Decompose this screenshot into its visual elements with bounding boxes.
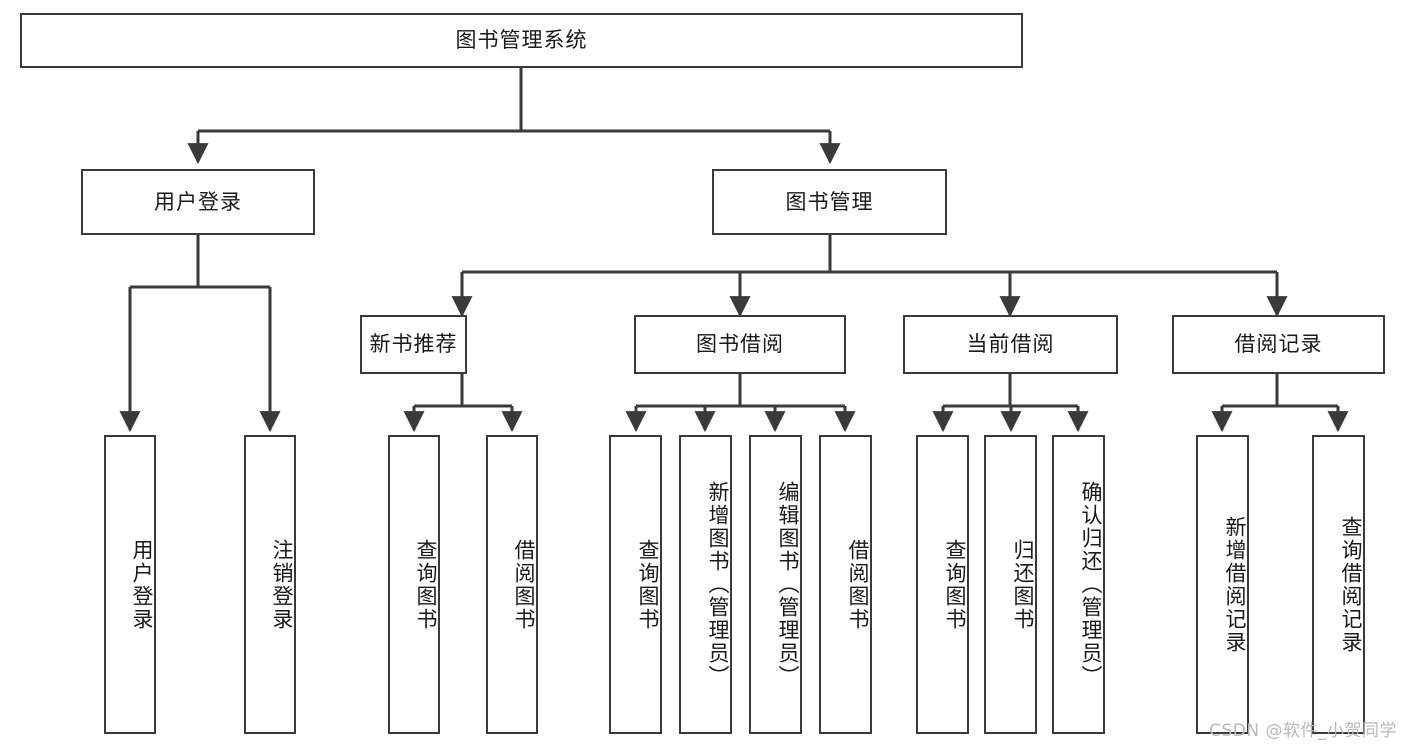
node-borrow-record[interactable]: 借阅记录 bbox=[1172, 315, 1385, 374]
node-leaf-logout-label: 注销登录 bbox=[270, 538, 294, 631]
node-current-borrow[interactable]: 当前借阅 bbox=[903, 315, 1118, 374]
node-leaf-record-query-label: 查询借阅记录 bbox=[1339, 515, 1363, 654]
node-leaf-borrow-add[interactable]: 新增图书（管理员） bbox=[679, 435, 732, 734]
node-leaf-borrow-add-label: 新增图书（管理员） bbox=[706, 481, 730, 688]
node-current-borrow-label: 当前借阅 bbox=[966, 332, 1055, 357]
node-leaf-current-confirm-label: 确认归还（管理员） bbox=[1079, 481, 1103, 688]
node-leaf-record-add[interactable]: 新增借阅记录 bbox=[1196, 435, 1249, 734]
node-user-login-label: 用户登录 bbox=[154, 189, 242, 214]
node-user-login[interactable]: 用户登录 bbox=[81, 169, 315, 235]
node-leaf-newbook-query[interactable]: 查询图书 bbox=[388, 435, 440, 734]
node-leaf-borrow-edit-label: 编辑图书（管理员） bbox=[776, 481, 800, 688]
node-leaf-borrow-edit[interactable]: 编辑图书（管理员） bbox=[749, 435, 802, 734]
node-leaf-newbook-borrow[interactable]: 借阅图书 bbox=[486, 435, 538, 734]
node-borrow-record-label: 借阅记录 bbox=[1234, 332, 1323, 357]
node-leaf-logout[interactable]: 注销登录 bbox=[244, 435, 296, 734]
node-book-borrow[interactable]: 图书借阅 bbox=[634, 315, 846, 374]
node-leaf-borrow-lend-label: 借阅图书 bbox=[846, 538, 870, 631]
node-book-management[interactable]: 图书管理 bbox=[712, 169, 947, 235]
node-leaf-record-add-label: 新增借阅记录 bbox=[1223, 515, 1247, 654]
node-book-management-label: 图书管理 bbox=[785, 189, 874, 214]
node-leaf-record-query[interactable]: 查询借阅记录 bbox=[1312, 435, 1365, 734]
node-leaf-user-login-label: 用户登录 bbox=[130, 538, 154, 631]
node-leaf-borrow-lend[interactable]: 借阅图书 bbox=[819, 435, 872, 734]
node-leaf-borrow-query-label: 查询图书 bbox=[636, 538, 660, 631]
node-leaf-newbook-borrow-label: 借阅图书 bbox=[512, 538, 536, 631]
node-new-book-recommend-label: 新书推荐 bbox=[369, 332, 458, 357]
node-new-book-recommend[interactable]: 新书推荐 bbox=[360, 315, 467, 374]
node-leaf-newbook-query-label: 查询图书 bbox=[414, 538, 438, 631]
node-leaf-current-query[interactable]: 查询图书 bbox=[916, 435, 969, 734]
node-leaf-current-return[interactable]: 归还图书 bbox=[984, 435, 1037, 734]
node-leaf-current-query-label: 查询图书 bbox=[943, 538, 967, 631]
node-book-borrow-label: 图书借阅 bbox=[696, 332, 784, 357]
node-leaf-borrow-query[interactable]: 查询图书 bbox=[609, 435, 662, 734]
node-leaf-user-login[interactable]: 用户登录 bbox=[104, 435, 156, 734]
csdn-watermark: CSDN @软件_小贺同学 bbox=[1209, 721, 1397, 741]
node-leaf-current-confirm[interactable]: 确认归还（管理员） bbox=[1052, 435, 1105, 734]
node-root-system[interactable]: 图书管理系统 bbox=[20, 13, 1023, 68]
node-leaf-current-return-label: 归还图书 bbox=[1011, 538, 1035, 631]
node-root-label: 图书管理系统 bbox=[455, 28, 588, 53]
